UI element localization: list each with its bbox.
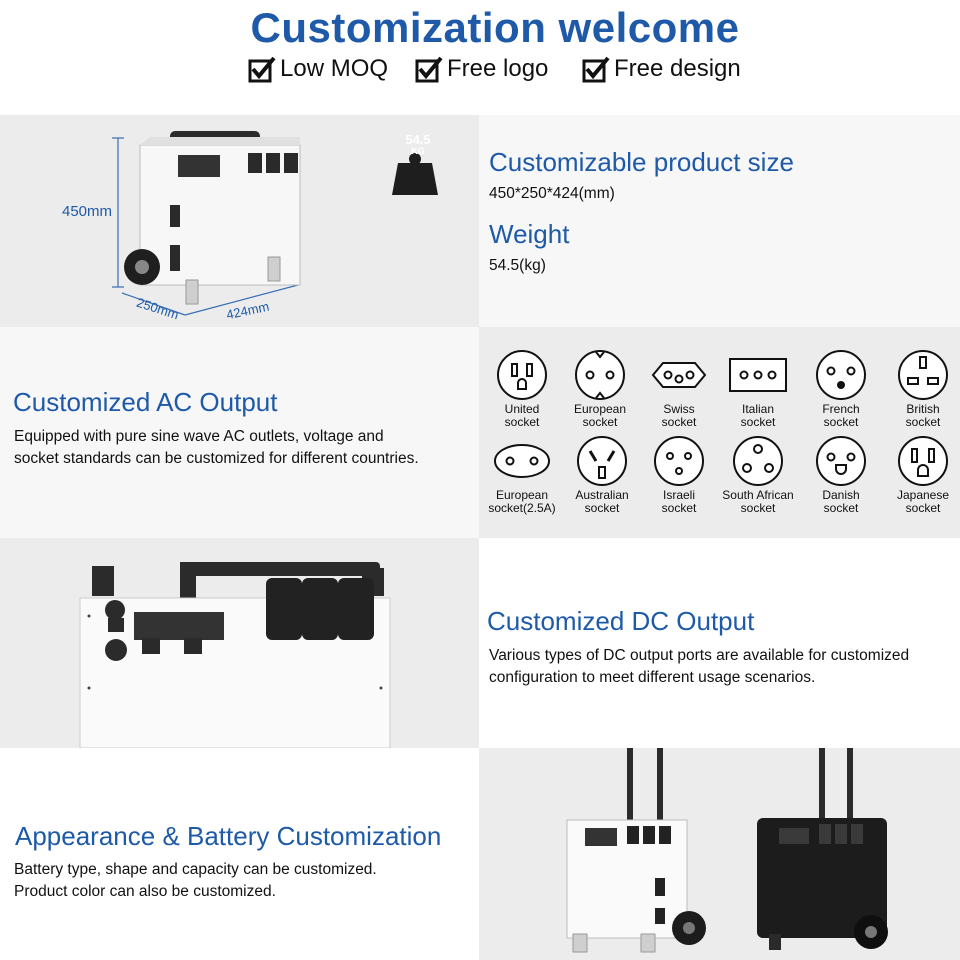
size-image-panel: 450mm 250mm 424mm: [0, 115, 479, 327]
checkbox-icon: [582, 56, 610, 83]
weight-badge-unit: KG: [411, 146, 425, 156]
socket-label: socket: [905, 501, 941, 515]
color-variants-illustration: [566, 748, 888, 953]
perk-label: Low MOQ: [280, 55, 389, 82]
swiss-socket-icon: [651, 362, 707, 388]
socket-label: South African: [722, 488, 794, 502]
us-socket-icon: [497, 350, 547, 400]
socket-italian: Italian socket: [718, 349, 798, 429]
socket-label: socket: [905, 415, 941, 429]
socket-danish: Danish socket: [801, 435, 881, 515]
socket-label: socket: [823, 501, 859, 515]
weight-badge-value: 54.5: [405, 132, 431, 147]
perk-free-logo: Free logo: [414, 54, 548, 84]
size-text-panel: Customizable product size 450*250*424(mm…: [479, 115, 960, 327]
ac-text-line1: Equipped with pure sine wave AC outlets,…: [14, 428, 384, 445]
socket-label: British: [906, 402, 940, 416]
dc-text-panel: Customized DC Output Various types of DC…: [479, 538, 960, 748]
italian-socket-icon: [729, 358, 787, 392]
socket-australian: Australian socket: [562, 435, 642, 515]
perk-free-design: Free design: [581, 54, 741, 84]
socket-label: socket: [740, 501, 776, 515]
checkbox-icon: [248, 56, 276, 83]
british-socket-icon: [898, 350, 948, 400]
perk-label: Free design: [614, 55, 741, 82]
battery-text-panel: Appearance & Battery Customization Batte…: [0, 748, 479, 960]
perk-low-moq: Low MOQ: [247, 54, 388, 84]
socket-label: United: [504, 402, 540, 416]
socket-swiss: Swiss socket: [639, 349, 719, 429]
checkbox-icon: [415, 56, 443, 83]
socket-label: European: [573, 402, 627, 416]
dc-title: Customized DC Output: [487, 606, 755, 636]
socket-japanese: Japanese socket: [883, 435, 960, 515]
socket-israeli: Israeli socket: [639, 435, 719, 515]
socket-label: Italian: [741, 402, 775, 416]
socket-european: European socket: [560, 349, 640, 429]
japanese-socket-icon: [898, 436, 948, 486]
page-title: Customization welcome: [250, 4, 740, 51]
ac-text-line2: socket standards can be customized for d…: [14, 450, 419, 467]
socket-french: French socket: [801, 349, 881, 429]
socket-british: British socket: [883, 349, 960, 429]
eu-2-5a-socket-icon: [494, 444, 550, 478]
battery-text-line1: Battery type, shape and capacity can be …: [14, 861, 377, 878]
socket-south-african: South African socket: [718, 435, 798, 515]
perks-row: Low MOQ Free logo Free design: [0, 54, 960, 88]
dc-image-panel: [0, 538, 479, 748]
israeli-socket-icon: [654, 436, 704, 486]
socket-label: socket: [823, 415, 859, 429]
perk-label: Free logo: [447, 55, 549, 82]
header: Customization welcome Low MOQ Free logo …: [0, 0, 960, 115]
ac-text-panel: Customized AC Output Equipped with pure …: [0, 327, 479, 538]
dc-text-line2: configuration to meet different usage sc…: [489, 669, 816, 686]
socket-label: Swiss: [663, 402, 695, 416]
socket-label: socket: [661, 415, 697, 429]
socket-label: Australian: [575, 488, 629, 502]
weight-title: Weight: [489, 219, 570, 249]
socket-label: Israeli: [662, 488, 695, 502]
product-dimension-drawing: [112, 131, 438, 316]
socket-label: European: [495, 488, 549, 502]
eu-socket-icon: [575, 350, 625, 400]
sockets-panel: United socket European socket Swiss sock…: [479, 327, 960, 538]
dc-text-line1: Various types of DC output ports are ava…: [489, 647, 910, 664]
socket-label: socket: [582, 415, 618, 429]
battery-text-line2: Product color can also be customized.: [14, 883, 276, 900]
south-african-socket-icon: [733, 436, 783, 486]
socket-label: socket: [584, 501, 620, 515]
size-value: 450*250*424(mm): [489, 185, 615, 202]
battery-title: Appearance & Battery Customization: [15, 821, 442, 851]
ac-title: Customized AC Output: [13, 387, 278, 417]
socket-label: Japanese: [896, 488, 950, 502]
socket-label: socket: [661, 501, 697, 515]
weight-value: 54.5(kg): [489, 257, 546, 274]
socket-label: Danish: [822, 488, 860, 502]
height-dimension-label: 450mm: [62, 203, 113, 220]
socket-united: United socket: [482, 349, 562, 429]
socket-label: French: [822, 402, 860, 416]
size-title: Customizable product size: [489, 147, 794, 177]
dc-panel-illustration: [79, 562, 391, 748]
socket-european-2-5a: European socket(2.5A): [482, 435, 562, 515]
battery-image-panel: [479, 748, 960, 960]
socket-label: socket: [504, 415, 540, 429]
australian-socket-icon: [577, 436, 627, 486]
socket-label: socket: [740, 415, 776, 429]
danish-socket-icon: [816, 436, 866, 486]
french-socket-icon: [816, 350, 866, 400]
socket-label: socket(2.5A): [488, 501, 556, 515]
